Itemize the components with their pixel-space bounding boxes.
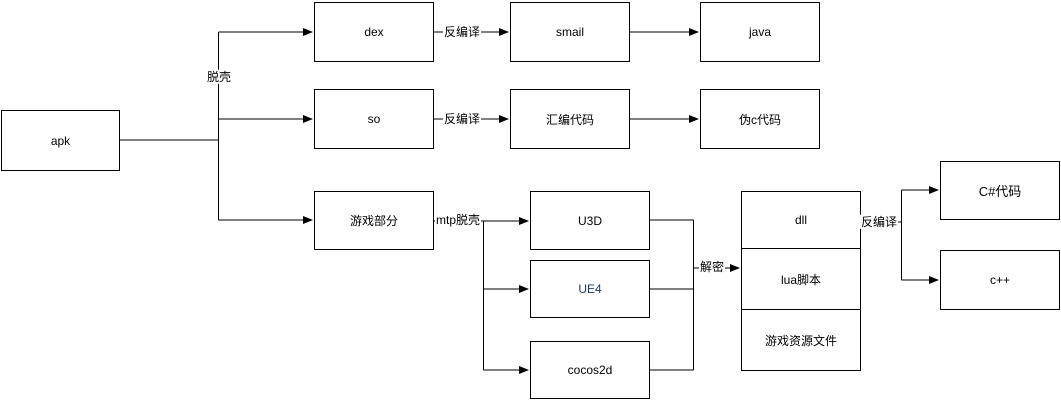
node-asm-code: 汇编代码 <box>510 89 630 149</box>
edge-label-decompile-dex: 反编译 <box>442 24 482 40</box>
node-game-part: 游戏部分 <box>314 191 434 250</box>
node-lua-script: lua脚本 <box>741 248 861 310</box>
node-cpp: c++ <box>940 250 1060 310</box>
edge-label-unpack: 脱壳 <box>205 69 233 85</box>
node-ue4: UE4 <box>530 260 650 318</box>
node-java: java <box>700 2 820 62</box>
node-cocos2d: cocos2d <box>530 341 650 399</box>
edge-label-decompile-so: 反编译 <box>442 111 482 127</box>
edge-label-decompile-dll: 反编译 <box>859 214 899 230</box>
edge-label-mtp-unpack: mtp脱壳 <box>434 212 482 228</box>
edge-label-decrypt: 解密 <box>698 259 726 275</box>
node-game-resources: 游戏资源文件 <box>741 309 861 371</box>
node-u3d: U3D <box>530 191 650 250</box>
node-csharp-code: C#代码 <box>940 161 1060 220</box>
node-pseudo-c-code: 伪c代码 <box>700 89 820 149</box>
node-smail: smail <box>510 2 630 62</box>
node-so: so <box>314 89 434 149</box>
node-apk: apk <box>1 110 120 171</box>
node-dex: dex <box>314 2 434 62</box>
node-dll: dll <box>741 191 861 249</box>
